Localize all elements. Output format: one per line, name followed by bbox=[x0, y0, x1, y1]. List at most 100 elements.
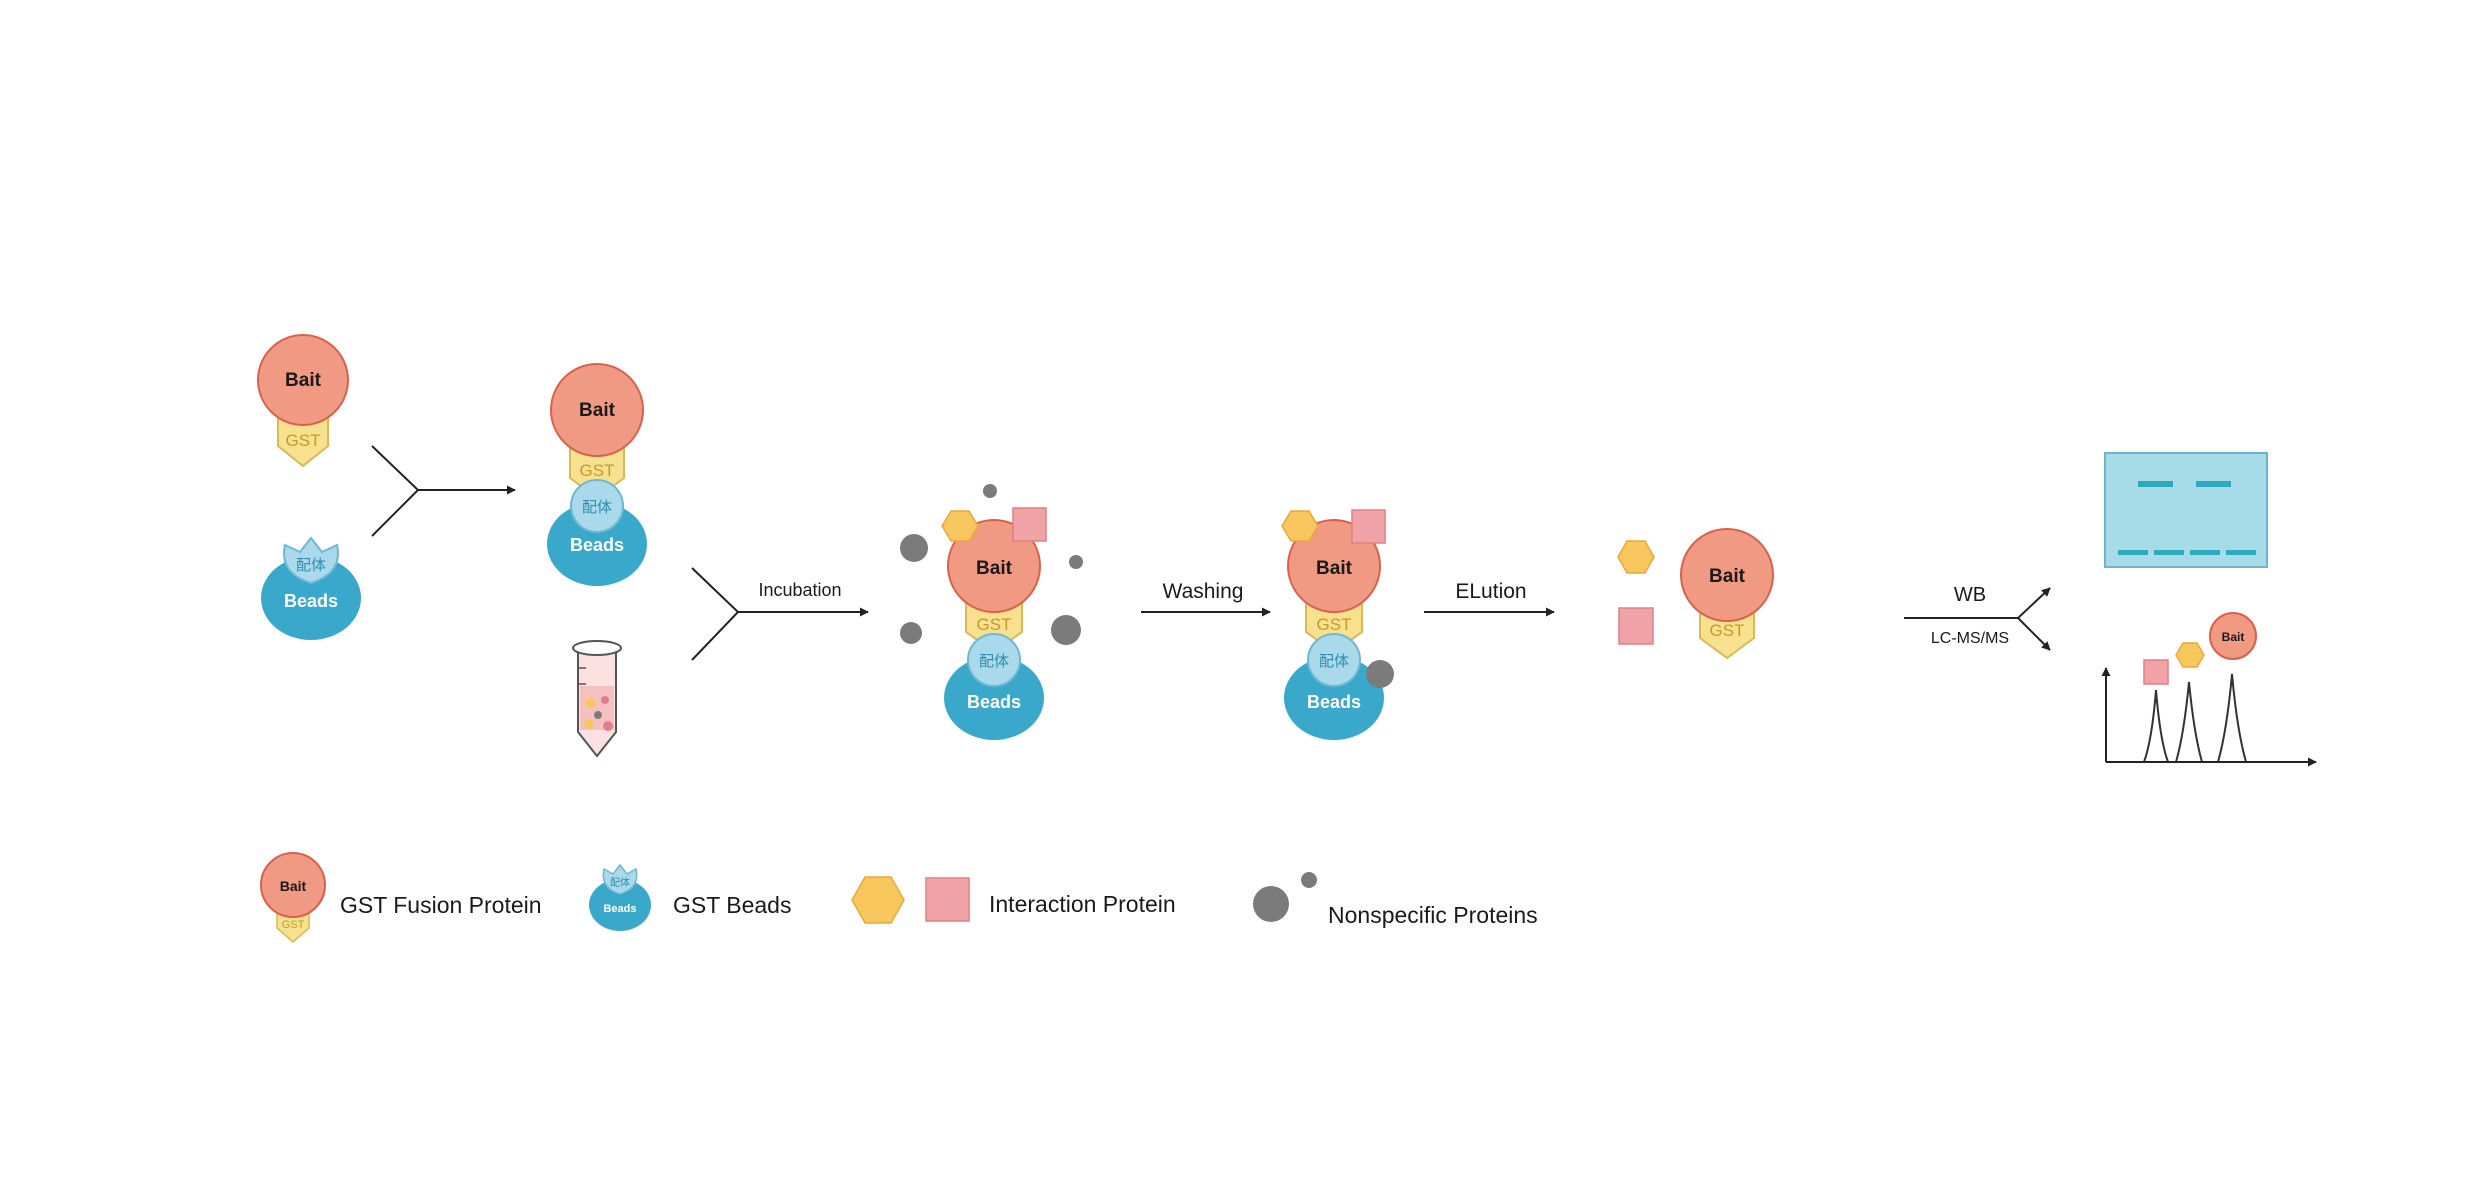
interaction-hexagon bbox=[851, 876, 905, 924]
beads-label: Beads bbox=[603, 903, 636, 915]
tube-particle bbox=[603, 721, 613, 731]
beads-ellipse bbox=[944, 656, 1044, 740]
legend-interaction-text: Interaction Protein bbox=[989, 891, 1176, 917]
bait-label: Bait bbox=[1709, 566, 1746, 587]
tube-particle bbox=[584, 719, 594, 729]
gst-label: GST bbox=[1710, 621, 1745, 640]
ligand-label: 配体 bbox=[610, 877, 630, 889]
western-blot-gel bbox=[2104, 452, 2268, 568]
gst-label: GST bbox=[1317, 615, 1352, 634]
gel-band bbox=[2154, 550, 2184, 555]
merge-lines bbox=[371, 445, 420, 537]
bait-label: Bait bbox=[976, 558, 1013, 579]
gel-panel bbox=[2104, 452, 2268, 568]
bait-label: Bait bbox=[1316, 558, 1353, 579]
bait-label: Bait bbox=[579, 400, 616, 421]
elution-step: ELution bbox=[1424, 580, 1555, 617]
eluted-products: GST Bait bbox=[1617, 528, 1774, 660]
washed-complex: GST Bait 配体 Beads bbox=[1281, 509, 1394, 740]
legend-gst-beads: 配体 Beads GST Beads bbox=[589, 863, 791, 931]
spectrum-peak bbox=[2143, 689, 2169, 763]
spectrum-peak bbox=[2175, 681, 2203, 763]
tube-particle bbox=[585, 698, 595, 708]
legend-fusion-protein: GST Bait GST Fusion Protein bbox=[260, 852, 542, 943]
nonspecific-protein bbox=[1051, 615, 1081, 645]
nonspecific-protein bbox=[1366, 660, 1394, 688]
elution-label: ELution bbox=[1455, 580, 1526, 603]
analysis-step: WB LC-MS/MS bbox=[1904, 584, 2051, 651]
bait-circle bbox=[2209, 612, 2257, 660]
nonspecific-protein bbox=[983, 484, 997, 498]
merge-lines bbox=[691, 567, 740, 661]
ligand-circle bbox=[570, 479, 624, 533]
sample-tube bbox=[572, 640, 622, 758]
interaction-hexagon bbox=[941, 510, 979, 542]
spectrum-peak bbox=[2217, 673, 2247, 763]
legend-nonspecific: Nonspecific Proteins bbox=[1253, 872, 1538, 928]
gst-beads-start: 配体 Beads bbox=[261, 536, 361, 640]
nonspecific-protein bbox=[900, 622, 922, 644]
nonspecific-protein bbox=[900, 534, 928, 562]
ligand-label: 配体 bbox=[582, 499, 612, 516]
legend: GST Bait GST Fusion Protein 配体 Beads GST… bbox=[260, 852, 1538, 943]
gel-band bbox=[2118, 550, 2148, 555]
bait-circle bbox=[257, 334, 349, 426]
beads-label: Beads bbox=[967, 692, 1021, 712]
bait-label: Bait bbox=[280, 878, 307, 894]
beads-ellipse bbox=[261, 556, 361, 640]
ligand-label: 配体 bbox=[296, 557, 326, 574]
washing-label: Washing bbox=[1163, 580, 1244, 603]
gst-label: GST bbox=[580, 461, 615, 480]
interaction-square bbox=[1351, 509, 1386, 544]
interaction-square bbox=[1012, 507, 1047, 542]
interaction-hexagon bbox=[1281, 510, 1319, 542]
interaction-square bbox=[1618, 607, 1654, 645]
gst-label: GST bbox=[977, 615, 1012, 634]
beads-label: Beads bbox=[570, 535, 624, 555]
ligand-circle bbox=[967, 633, 1021, 687]
legend-nonspecific-text: Nonspecific Proteins bbox=[1328, 902, 1538, 928]
nonspecific-protein bbox=[1301, 872, 1317, 888]
tube-particle bbox=[601, 696, 609, 704]
bait-circle bbox=[550, 363, 644, 457]
incubation-label: Incubation bbox=[758, 580, 841, 600]
bait-label: Bait bbox=[285, 370, 322, 391]
gel-band bbox=[2138, 481, 2173, 487]
tube-particle bbox=[594, 711, 602, 719]
incubation-step: Incubation bbox=[691, 567, 869, 661]
nonspecific-protein bbox=[1253, 886, 1289, 922]
interaction-hexagon bbox=[1617, 540, 1655, 574]
arrow-lcms bbox=[2017, 617, 2051, 651]
lcms-label: LC-MS/MS bbox=[1931, 630, 2009, 647]
interaction-square bbox=[2143, 659, 2169, 685]
bait-circle bbox=[260, 852, 326, 918]
ligand-shape bbox=[602, 863, 638, 895]
gel-band bbox=[2190, 550, 2220, 555]
legend-fusion-text: GST Fusion Protein bbox=[340, 892, 542, 918]
ms-spectrum: Bait bbox=[2101, 612, 2317, 767]
ligand-shape bbox=[283, 536, 339, 585]
interaction-hexagon bbox=[2175, 642, 2205, 668]
combine-arrow-1 bbox=[371, 445, 516, 537]
tube-rim bbox=[572, 640, 622, 656]
bait-circle bbox=[1680, 528, 1774, 622]
incubated-complex: GST Bait 配体 Beads bbox=[900, 484, 1083, 740]
beads-ellipse bbox=[1284, 656, 1384, 740]
bait-circle bbox=[947, 519, 1041, 613]
fusion-protein-start: GST Bait bbox=[257, 334, 349, 468]
gst-label: GST bbox=[282, 919, 305, 931]
beads-label: Beads bbox=[1307, 692, 1361, 712]
arrow-wb bbox=[2017, 587, 2051, 619]
beads-label: Beads bbox=[284, 591, 338, 611]
ligand-label: 配体 bbox=[979, 653, 1009, 670]
nonspecific-protein bbox=[1069, 555, 1083, 569]
bound-complex: GST Bait 配体 Beads bbox=[547, 363, 647, 586]
ligand-circle bbox=[1307, 633, 1361, 687]
beads-ellipse bbox=[589, 879, 651, 931]
ligand-label: 配体 bbox=[1319, 653, 1349, 670]
legend-beads-text: GST Beads bbox=[673, 892, 791, 918]
beads-ellipse bbox=[547, 502, 647, 586]
wb-label: WB bbox=[1954, 584, 1986, 606]
gel-band bbox=[2226, 550, 2256, 555]
